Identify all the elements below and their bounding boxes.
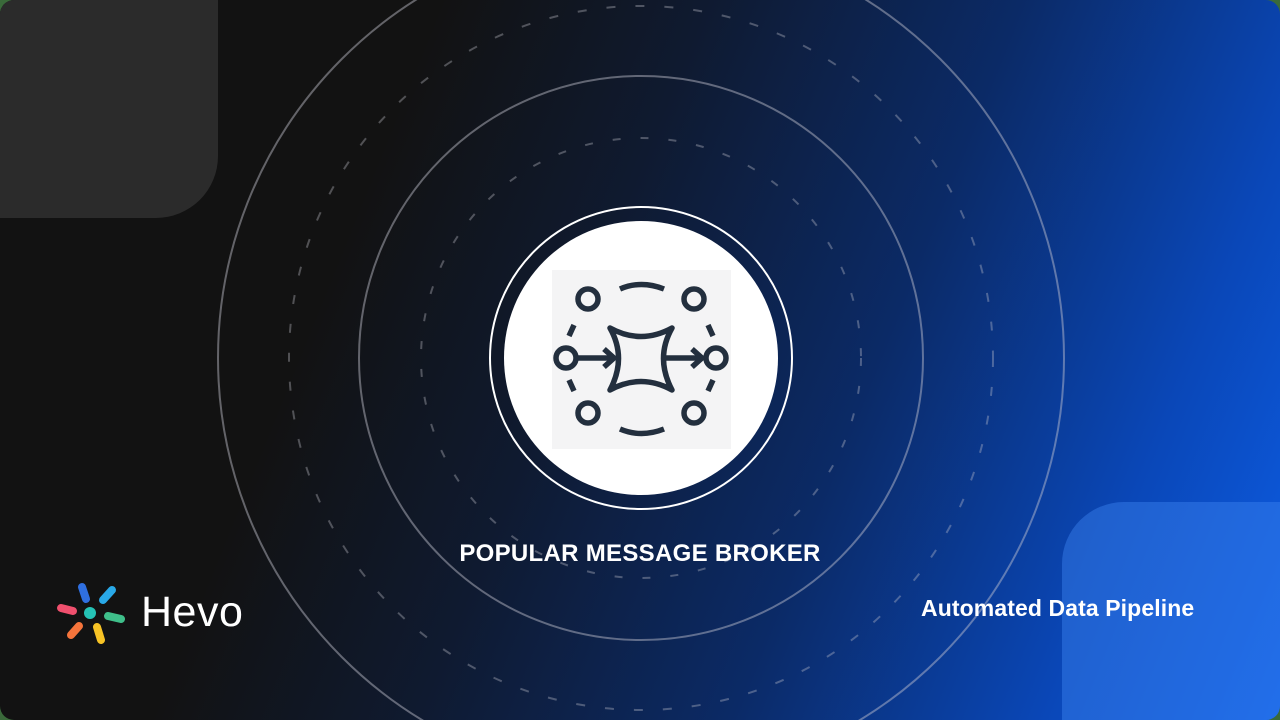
message-broker-icon xyxy=(552,270,731,449)
decorative-panel-bottom-right xyxy=(1062,502,1280,720)
badge-ring xyxy=(489,206,793,510)
tagline: Automated Data Pipeline xyxy=(921,595,1195,621)
hevo-logo: Hevo xyxy=(55,579,243,645)
decorative-panel-top-left xyxy=(0,0,218,218)
brand-name: Hevo xyxy=(141,587,244,636)
outer-ring xyxy=(217,0,1065,720)
dashed-ring-inner xyxy=(420,137,862,579)
banner-title: POPULAR MESSAGE BROKER xyxy=(459,540,821,567)
hevo-asterisk-logo-icon xyxy=(57,583,125,644)
middle-ring xyxy=(358,75,924,641)
dashed-ring-outer xyxy=(288,5,994,711)
